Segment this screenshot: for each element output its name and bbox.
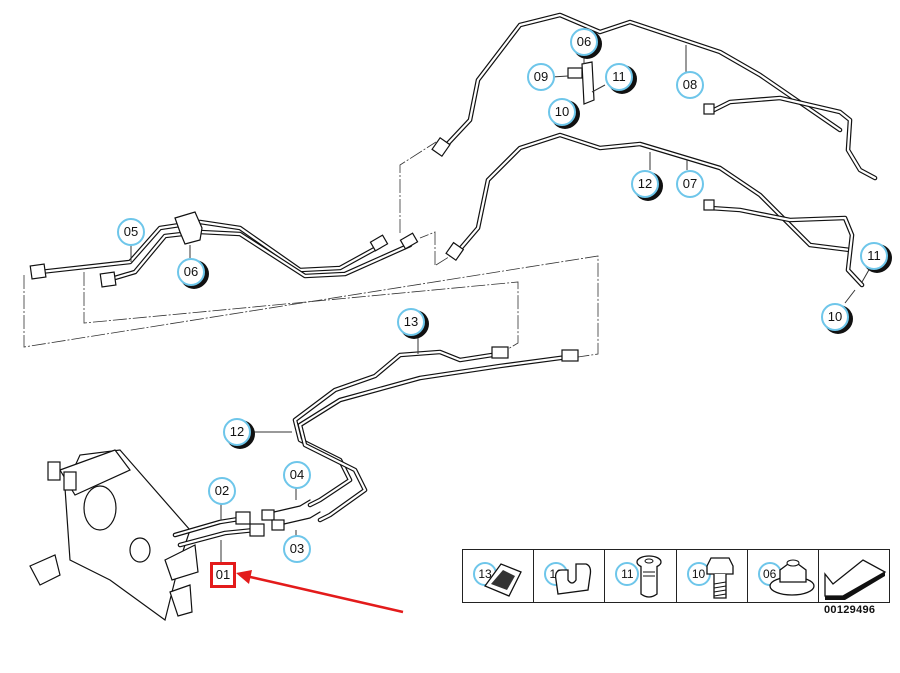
callout-09[interactable]: 09 [527,63,555,91]
legend-item-11[interactable]: 11 [605,550,677,602]
legend-callout-11: 11 [615,562,640,586]
orientation-arrow-icon [824,559,887,600]
callout-11-right[interactable]: 11 [860,242,888,270]
callout-12-left[interactable]: 12 [223,418,251,446]
pipe-13 [292,346,579,523]
dashed-connection-lines [23,141,599,358]
callout-13[interactable]: 13 [397,308,425,336]
callout-01[interactable]: 01 [210,562,236,588]
pipe-07 [445,132,865,288]
callout-05[interactable]: 05 [117,218,145,246]
legend-item-12[interactable]: 12 [534,550,606,602]
callout-07[interactable]: 07 [676,170,704,198]
callout-10-right[interactable]: 10 [821,303,849,331]
valve-block-01 [29,449,321,622]
catalog-number: 00129496 [824,604,876,616]
bracket-09 [567,61,595,105]
callout-06-left[interactable]: 06 [177,258,205,286]
callout-08[interactable]: 08 [676,71,704,99]
callout-12-right[interactable]: 12 [631,170,659,198]
pipe-08 [431,12,878,181]
legend-item-orientation[interactable] [819,550,889,602]
callout-02[interactable]: 02 [208,477,236,505]
pipe-clip-icon [555,563,592,595]
callout-04[interactable]: 04 [283,461,311,489]
pipe-05 [29,211,419,288]
legend-item-10[interactable]: 10 [677,550,748,602]
callout-11-top[interactable]: 11 [605,63,633,91]
callout-10-top[interactable]: 10 [548,98,576,126]
parts-legend: 13 12 11 10 06 [462,549,890,603]
rivet-nut-icon [636,555,662,598]
legend-item-13[interactable]: 13 [463,550,535,602]
callout-06-top[interactable]: 06 [570,28,598,56]
clip-nut-icon [483,563,522,597]
hex-bolt-icon [705,557,734,599]
hex-nut-icon [769,559,815,596]
legend-item-06[interactable]: 06 [748,550,819,602]
callout-03[interactable]: 03 [283,535,311,563]
